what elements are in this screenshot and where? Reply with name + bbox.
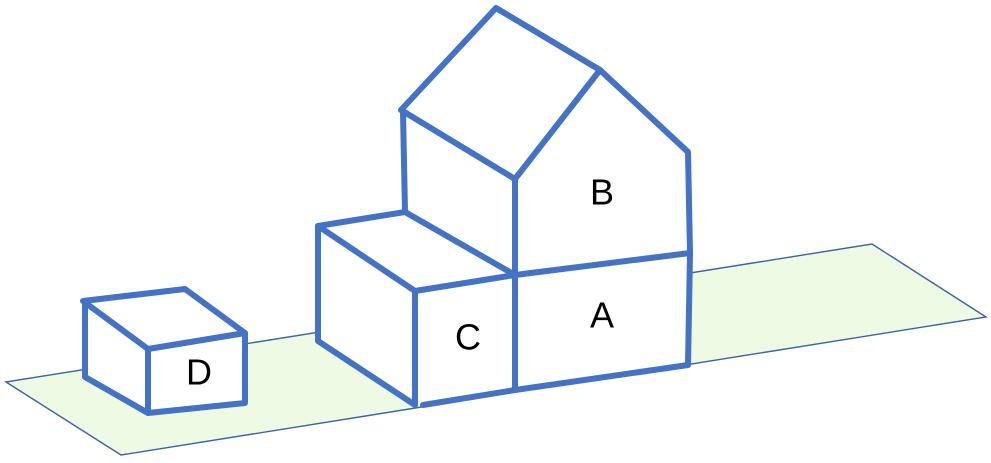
block-d-face bbox=[83, 289, 245, 413]
label-c: C bbox=[455, 317, 481, 358]
block-c-sides bbox=[315, 223, 518, 408]
label-a: A bbox=[590, 295, 614, 336]
label-b: B bbox=[590, 172, 614, 213]
block-b-roof-slope bbox=[597, 67, 693, 256]
block-a-face bbox=[515, 253, 690, 390]
building-outlines bbox=[80, 5, 693, 416]
block-b-outline bbox=[398, 5, 693, 278]
block-b-left-wall bbox=[400, 109, 408, 215]
block-d-sides bbox=[82, 300, 248, 416]
block-d-outline bbox=[80, 286, 248, 416]
label-d: D bbox=[186, 352, 212, 393]
